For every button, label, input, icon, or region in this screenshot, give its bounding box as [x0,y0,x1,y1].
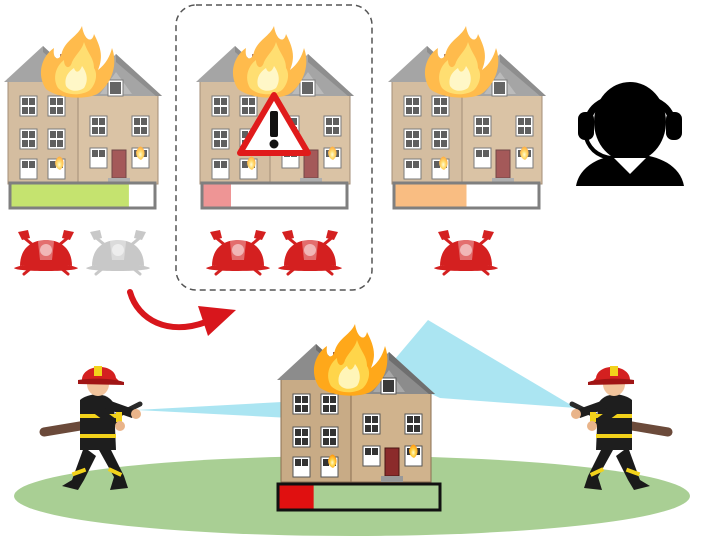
house-1 [3,25,163,185]
house-3-helmet-active [432,228,500,276]
ground [14,456,690,536]
house-3 [387,25,547,185]
selected-house-highlight [175,4,373,291]
water-spray-left [136,402,330,476]
water-spray-right [384,320,576,408]
house-1-health-bar [8,181,157,210]
curved-arrow-icon [127,289,236,336]
house-3-health-bar [392,181,541,210]
house-1-helmet-inactive [84,228,152,276]
house-2-helmet-active [204,228,272,276]
house-2-helmet-active-2 [276,228,344,276]
house-1-helmet-active [12,228,80,276]
warning-triangle-icon [237,92,311,156]
house-2-health-bar [200,181,349,210]
main-house-health-bar [276,482,442,512]
dispatcher-headset-icon [576,82,684,186]
